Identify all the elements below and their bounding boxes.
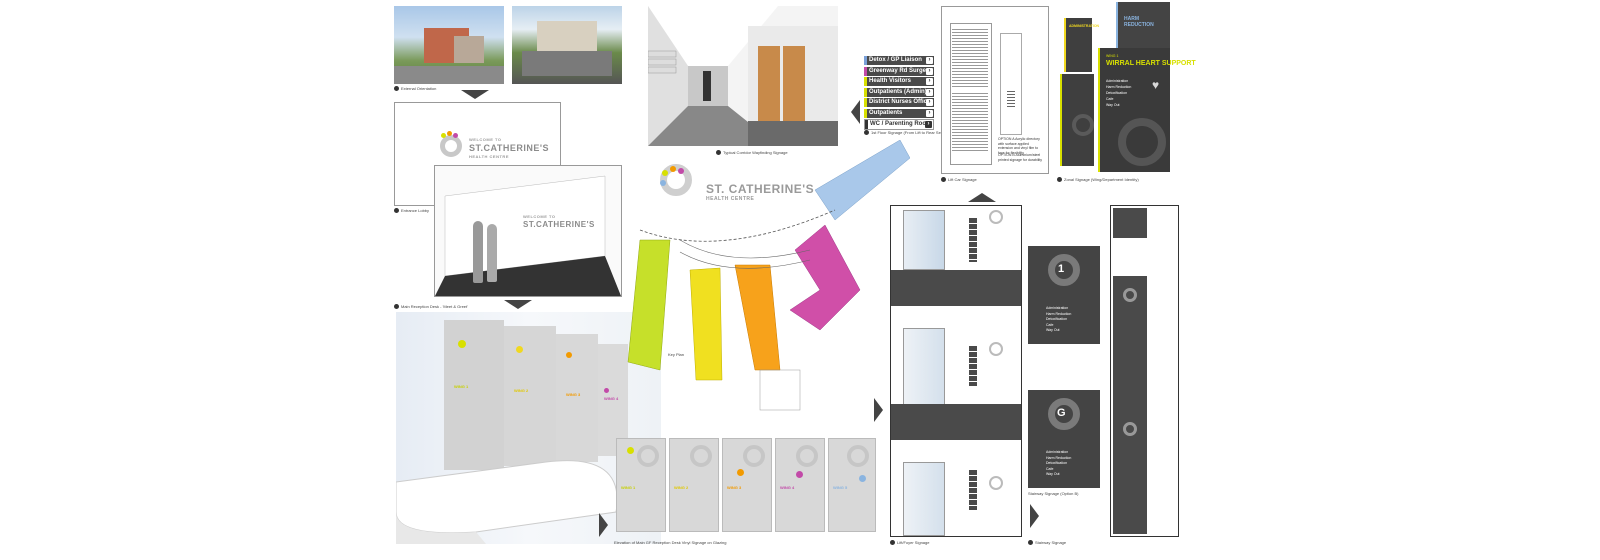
reception-logo-name: ST.CATHERINE'S bbox=[523, 220, 595, 229]
elevation-strip: WING 1 WING 2 WING 3 WING 4 WING 5 bbox=[614, 436, 876, 532]
flow-arrow-right-icon bbox=[599, 513, 608, 537]
stair-item: Detoxification bbox=[1046, 461, 1068, 465]
caption-entrance-lobby: Entrance Lobby bbox=[394, 208, 429, 214]
stair-item: Way Out bbox=[1046, 472, 1060, 476]
stair-item: Detoxification bbox=[1046, 317, 1068, 321]
caption-zonal: Zonal Signage (Wing/Department Identity) bbox=[1057, 177, 1139, 183]
key-plan-label: Key Plan bbox=[668, 352, 685, 357]
stair-item: Administration bbox=[1046, 450, 1069, 454]
elevation-wing-2: WING 2 bbox=[674, 485, 689, 490]
zonal-back-title: HARM REDUCTION bbox=[1124, 16, 1154, 28]
caption-lift-foyer: Lift/Foyer Signage bbox=[890, 540, 929, 546]
logo-name: ST.CATHERINE'S bbox=[469, 143, 549, 153]
directory-row: Health Visitors› bbox=[864, 77, 934, 86]
zonal-item: Administration bbox=[1106, 79, 1129, 83]
person-silhouette bbox=[473, 221, 483, 283]
lift-foyer-panel bbox=[890, 205, 1022, 537]
zonal-item: Way Out bbox=[1106, 103, 1120, 107]
stair-sign-1: 1 Administration Harm Reduction Detoxifi… bbox=[1028, 246, 1100, 344]
directory-row: Detox / GP Liaison› bbox=[864, 56, 934, 65]
elevation-panel: WING 3 bbox=[722, 438, 772, 532]
zonal-item: Detoxification bbox=[1106, 91, 1128, 95]
zonal-front-wing: WING 1 bbox=[1106, 54, 1119, 58]
elevation-wing-4: WING 4 bbox=[780, 485, 795, 490]
caption-main-reception: Main Reception Desk - 'Meet & Greet' bbox=[394, 304, 468, 310]
stair-item: Cafe bbox=[1046, 322, 1054, 327]
elevation-wing-5: WING 5 bbox=[833, 485, 848, 490]
plan-logo-name: ST. CATHERINE'S bbox=[706, 182, 815, 196]
caption-stairway-option: Stairway Signage (Option B) bbox=[1028, 491, 1079, 496]
flow-arrow-left-icon bbox=[851, 100, 860, 124]
zonal-mid-title: ADMINISTRATION bbox=[1069, 24, 1100, 28]
elevation-panel: WING 1 bbox=[616, 438, 666, 532]
elevation-wing-3: WING 3 bbox=[727, 485, 742, 490]
flow-arrow-up-icon bbox=[968, 193, 996, 202]
flow-arrow-down-icon bbox=[461, 90, 489, 99]
directory-row: Greenway Rd Surgery› bbox=[864, 66, 934, 76]
person-silhouette bbox=[487, 224, 497, 282]
stair-item: Administration bbox=[1046, 306, 1069, 310]
caption-first-floor: 1st Floor Signage (From Lift to Rear Sec… bbox=[864, 130, 951, 136]
floor-1-number: 1 bbox=[1058, 263, 1065, 275]
stair-item: Harm Reduction bbox=[1046, 311, 1072, 316]
external-photo-2 bbox=[512, 6, 622, 84]
wing-4-label: WING 4 bbox=[604, 396, 619, 401]
elevation-panel: WING 5 bbox=[828, 438, 876, 532]
logo-icon bbox=[440, 135, 462, 157]
caption-elevation: Elevation of Main GF Reception Desk Viny… bbox=[614, 540, 727, 545]
reception-logo-welcome: WELCOME TO bbox=[523, 214, 556, 219]
key-plan: ST. CATHERINE'S HEALTH CENTRE Key Plan bbox=[620, 140, 910, 420]
heart-icon: ♥ bbox=[1152, 78, 1160, 92]
zonal-item: Cafe bbox=[1106, 97, 1114, 101]
caption-external-orientation: External Orientation bbox=[394, 86, 436, 92]
flow-arrow-right-icon bbox=[1030, 504, 1039, 528]
floor-g-number: G bbox=[1057, 407, 1066, 419]
caption-lift-car: Lift Car Signage bbox=[941, 177, 977, 183]
elevation-panel: WING 2 bbox=[669, 438, 719, 532]
logo-welcome: WELCOME TO bbox=[469, 137, 502, 142]
directory-row: District Nurses Office› bbox=[864, 98, 934, 107]
wing-2-label: WING 2 bbox=[514, 388, 529, 393]
corridor-render bbox=[648, 6, 838, 146]
zonal-front-title: WIRRAL HEART SUPPORT bbox=[1106, 60, 1196, 67]
directory-row: Outpatients (Admin)› bbox=[864, 87, 934, 97]
directory-row: Outpatients› bbox=[864, 108, 934, 118]
first-floor-directory: Detox / GP Liaison› Greenway Rd Surgery›… bbox=[864, 56, 934, 132]
lift-car-option-a: OPTION A Acrylic directory with surface … bbox=[998, 137, 1040, 155]
external-photo-1 bbox=[394, 6, 504, 84]
elevation-wing-1: WING 1 bbox=[621, 485, 636, 490]
stairway-elevation-panel bbox=[1110, 205, 1179, 537]
flow-arrow-down-icon bbox=[504, 300, 532, 309]
stair-item: Cafe bbox=[1046, 466, 1054, 471]
elevation-panel: WING 4 bbox=[775, 438, 825, 532]
main-reception-panel: WELCOME TO ST.CATHERINE'S bbox=[434, 165, 622, 297]
lift-car-option-b: OPTION B Aluminium/steel printed signage… bbox=[998, 153, 1042, 162]
stair-sign-g: G Administration Harm Reduction Detoxifi… bbox=[1028, 390, 1100, 488]
wing-1-label: WING 1 bbox=[454, 384, 469, 389]
lift-car-panel: OPTION A Acrylic directory with surface … bbox=[941, 6, 1049, 174]
flow-arrow-right-icon bbox=[874, 398, 883, 422]
caption-corridor: Typical Corridor Wayfinding Signage bbox=[716, 150, 788, 156]
plan-logo-sub: HEALTH CENTRE bbox=[706, 196, 755, 202]
logo-sub: HEALTH CENTRE bbox=[469, 154, 509, 159]
zonal-signage: ADMINISTRATION HARM REDUCTION WING 1 WIR… bbox=[1060, 2, 1196, 174]
caption-stairway: Stairway Signage bbox=[1028, 540, 1066, 546]
stair-item: Harm Reduction bbox=[1046, 455, 1072, 460]
directory-row: WC / Parenting Room› bbox=[864, 119, 934, 130]
zonal-item: Harm Reduction bbox=[1106, 85, 1132, 89]
stair-item: Way Out bbox=[1046, 328, 1060, 332]
wing-3-label: WING 3 bbox=[566, 392, 581, 397]
